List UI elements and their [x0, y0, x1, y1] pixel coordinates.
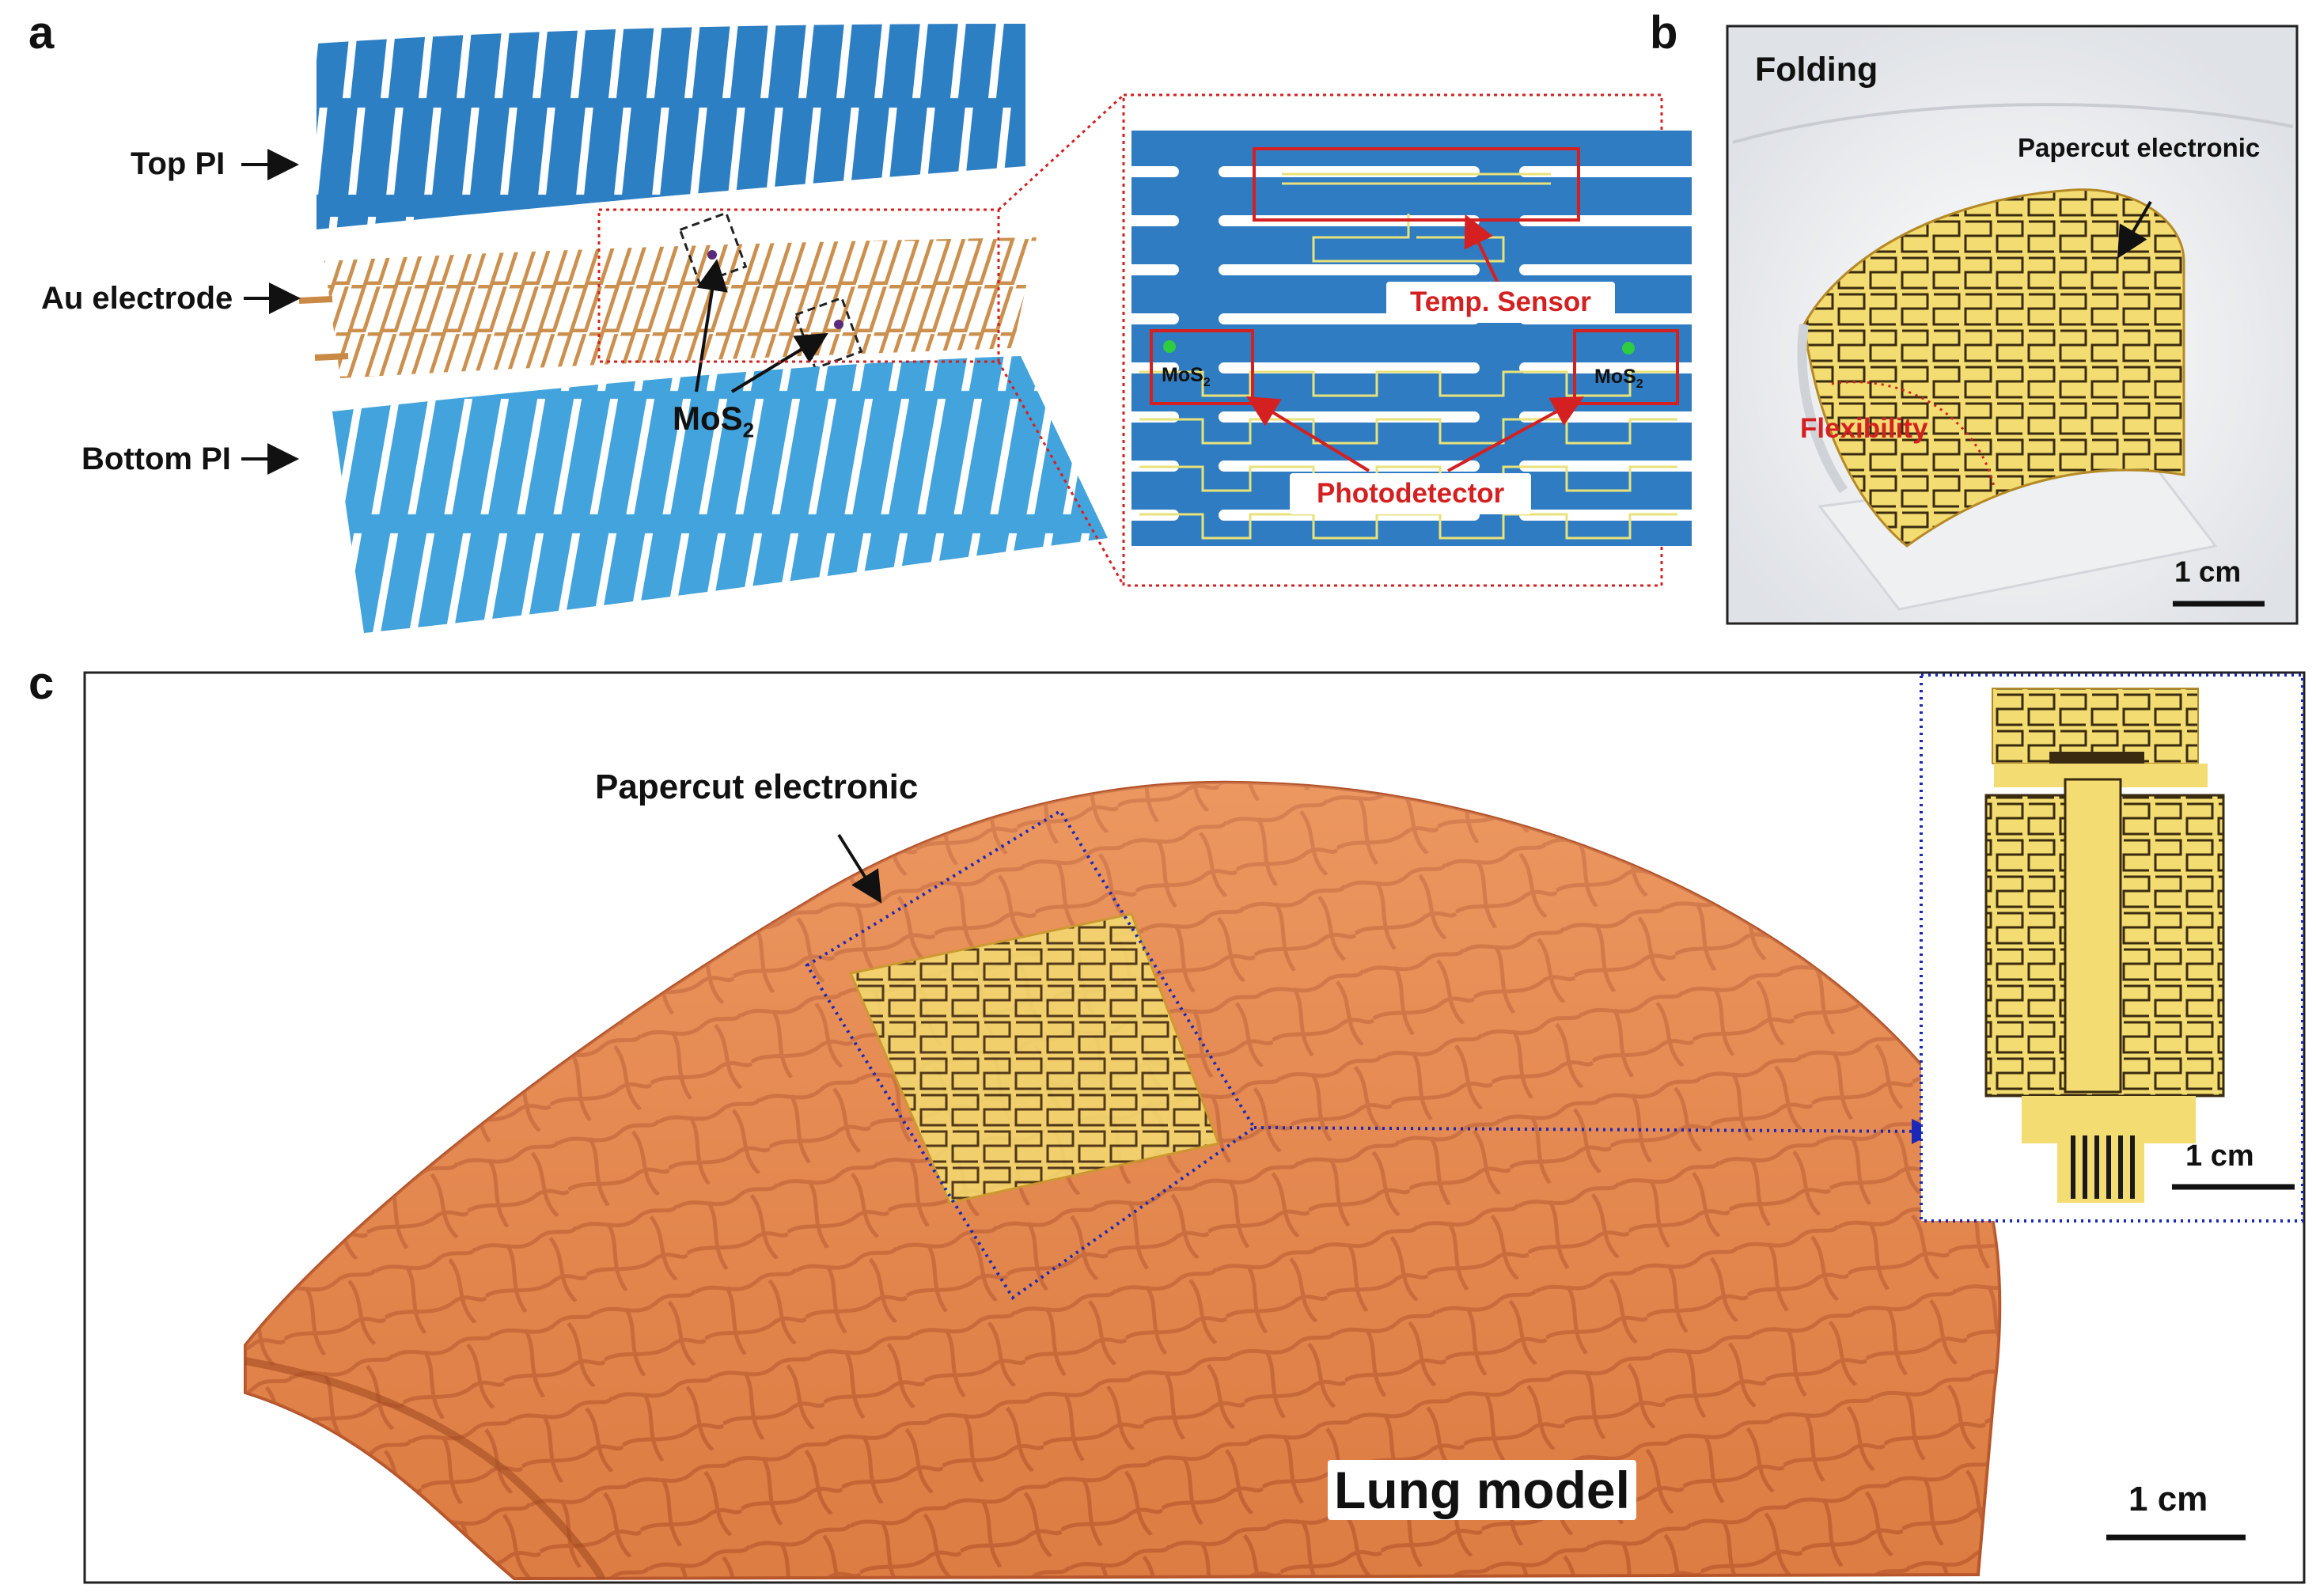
- panel-b-device-label: Papercut electronic: [2018, 133, 2261, 162]
- panel-c-device-label: Papercut electronic: [595, 768, 919, 806]
- top-pi-layer: [317, 24, 1025, 229]
- panel-c-letter: c: [28, 658, 55, 709]
- inset-mos2-left: MoS2: [1162, 364, 1211, 389]
- panel-c-inset-scale-label: 1 cm: [2185, 1139, 2254, 1173]
- flexibility-label: Flexibility: [1800, 413, 1928, 444]
- panel-c-photo: [83, 671, 2306, 1584]
- panel-b-letter: b: [1650, 7, 1678, 59]
- temp-sensor-label: Temp. Sensor: [1386, 282, 1615, 323]
- lung-model-label: Lung model: [1328, 1460, 1636, 1520]
- panel-a-letter: a: [28, 7, 55, 59]
- panel-c-scale-label: 1 cm: [2128, 1480, 2208, 1518]
- panel-b-photo: [1726, 25, 2299, 625]
- au-electrode-label: Au electrode: [41, 281, 233, 316]
- au-electrode-layer: [298, 211, 1037, 378]
- inset-mos2-right: MoS2: [1594, 366, 1643, 391]
- folding-title: Folding: [1755, 51, 1878, 89]
- top-pi-label: Top PI: [131, 146, 226, 181]
- bottom-pi-layer: [332, 356, 1108, 633]
- mos2-label: MoS2: [673, 400, 755, 442]
- inset-layout: [1122, 93, 1692, 587]
- bottom-pi-label: Bottom PI: [81, 442, 231, 476]
- photodetector-label: Photodetector: [1290, 473, 1532, 514]
- panel-b-scale-label: 1 cm: [2174, 555, 2242, 588]
